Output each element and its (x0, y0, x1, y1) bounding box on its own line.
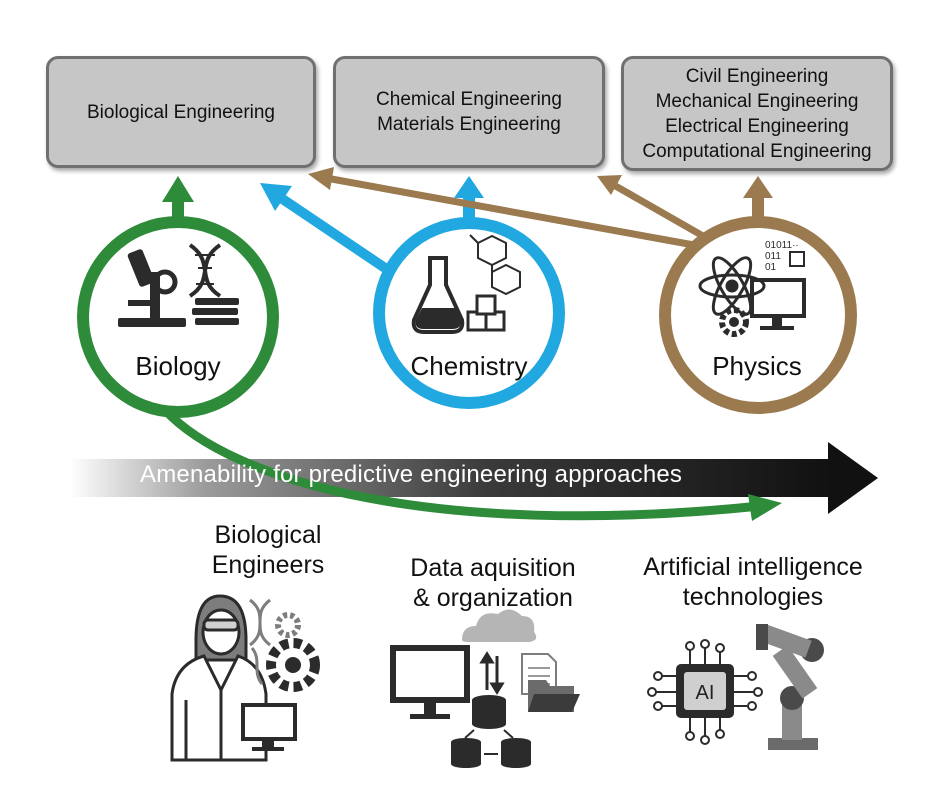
cubes-icon (466, 294, 506, 332)
box-line: Chemical Engineering (376, 89, 562, 110)
label-line: & organization (413, 584, 573, 612)
molecule-icon (469, 234, 521, 296)
monitor-icon (390, 645, 470, 719)
biological-engineering-box: Biological Engineering (46, 56, 316, 168)
svg-text:01: 01 (765, 262, 777, 273)
svg-text:011: 011 (765, 251, 781, 262)
box-line: Mechanical Engineering (655, 90, 859, 112)
biological-engineers-label: Biological Engineers (168, 520, 368, 580)
computer-icon (750, 278, 806, 330)
gear-large-icon (266, 612, 320, 692)
label-line: Data aquisition (410, 554, 576, 582)
amenability-arrow (70, 442, 878, 514)
biology-to-ai-arrow (161, 406, 782, 521)
physics-arrows (308, 167, 773, 251)
ai-chip-icon (647, 639, 763, 745)
dna-small-icon (249, 598, 271, 685)
amenability-label: Amenability for predictive engineering a… (140, 461, 683, 488)
dna-icon (188, 243, 222, 298)
database-icon (451, 695, 531, 768)
box-line: Biological Engineering (86, 101, 275, 123)
stack-icon (192, 298, 239, 325)
physics-label: Physics (712, 351, 802, 381)
box-line: Electrical Engineering (665, 115, 849, 137)
folder-icon (528, 680, 580, 712)
svg-text:01011··: 01011·· (765, 240, 799, 251)
biology-circle (77, 216, 279, 418)
box-line: Civil Engineering (685, 65, 829, 87)
biology-label: Biology (135, 351, 221, 381)
chemistry-label: Chemistry (410, 351, 528, 381)
box-line: Computational Engineering (642, 140, 872, 162)
box-line: Materials Engineering (377, 114, 561, 135)
label-line: Artificial intelligence (643, 553, 863, 581)
ai-chip-label: AI (696, 682, 715, 704)
flask-icon (411, 256, 465, 334)
chemical-materials-box: Chemical Engineering Materials Engineeri… (333, 56, 605, 168)
data-acquisition-label: Data aquisition & organization (373, 553, 613, 613)
ai-technologies-label: Artificial intelligence technologies (618, 552, 888, 612)
binary-icon: 01011·· 011 01 (765, 240, 805, 273)
database-links (464, 729, 514, 755)
physical-engineering-box: Civil Engineering Mechanical Engineering… (621, 56, 893, 171)
robot-arm-icon (756, 624, 824, 750)
chemistry-arrows (260, 176, 484, 273)
cloud-icon (462, 609, 537, 642)
exchange-arrows-icon (479, 651, 505, 695)
laptop-icon (241, 703, 297, 751)
gear-icon (719, 307, 749, 337)
label-line: Engineers (211, 551, 325, 579)
microscope-icon (118, 249, 186, 327)
atom-icon (698, 256, 766, 316)
label-line: Biological (214, 521, 322, 549)
label-line: technologies (682, 583, 824, 611)
